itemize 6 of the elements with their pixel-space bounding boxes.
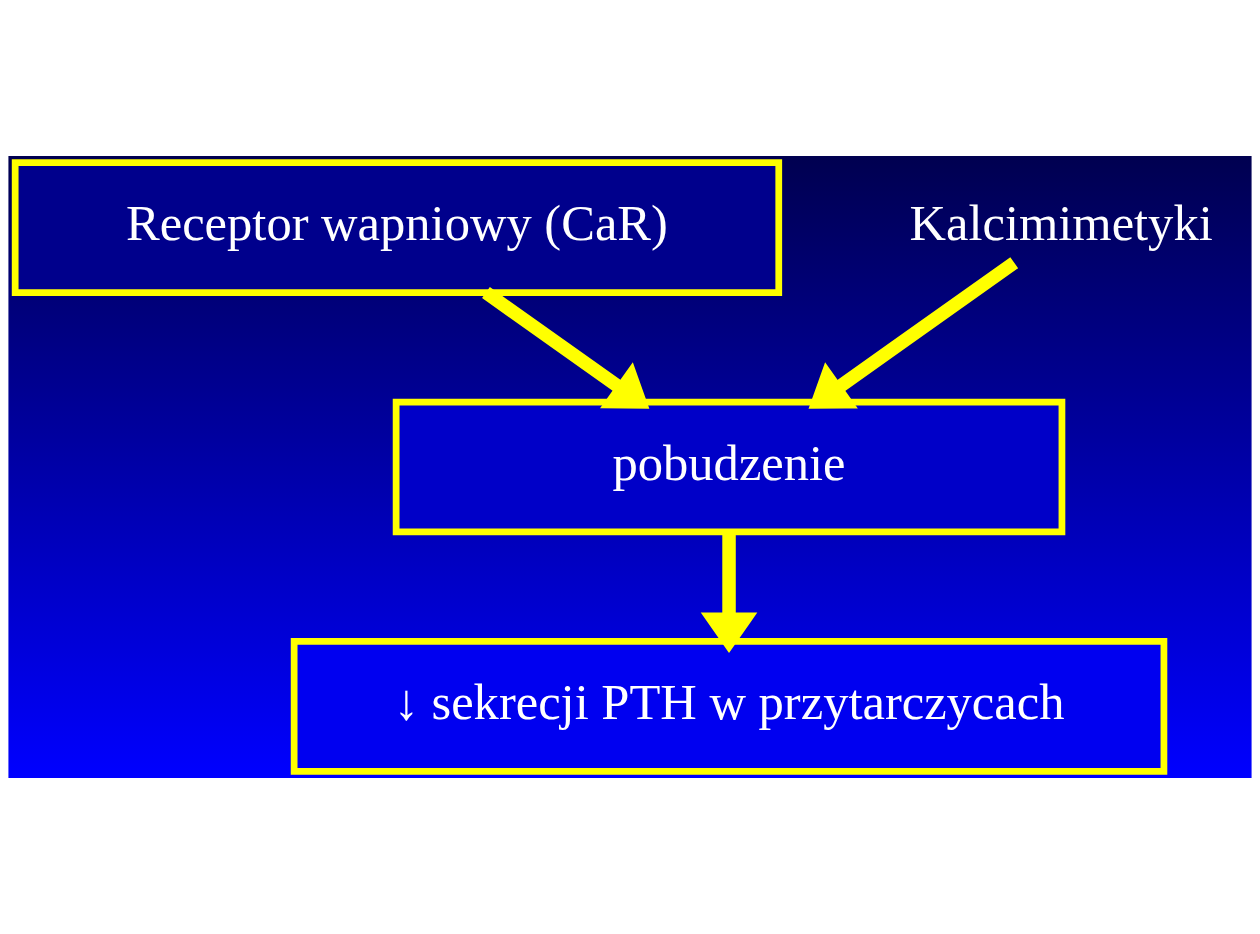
node-text: Kalcimimetyki xyxy=(909,195,1213,252)
arrow xyxy=(808,257,1019,409)
node-box: ↓ sekrecji PTH w przytarczycach xyxy=(290,638,1168,775)
node-box: Receptor wapniowy (CaR) xyxy=(11,159,783,296)
node-box: pobudzenie xyxy=(392,398,1066,536)
arrow xyxy=(482,287,650,409)
